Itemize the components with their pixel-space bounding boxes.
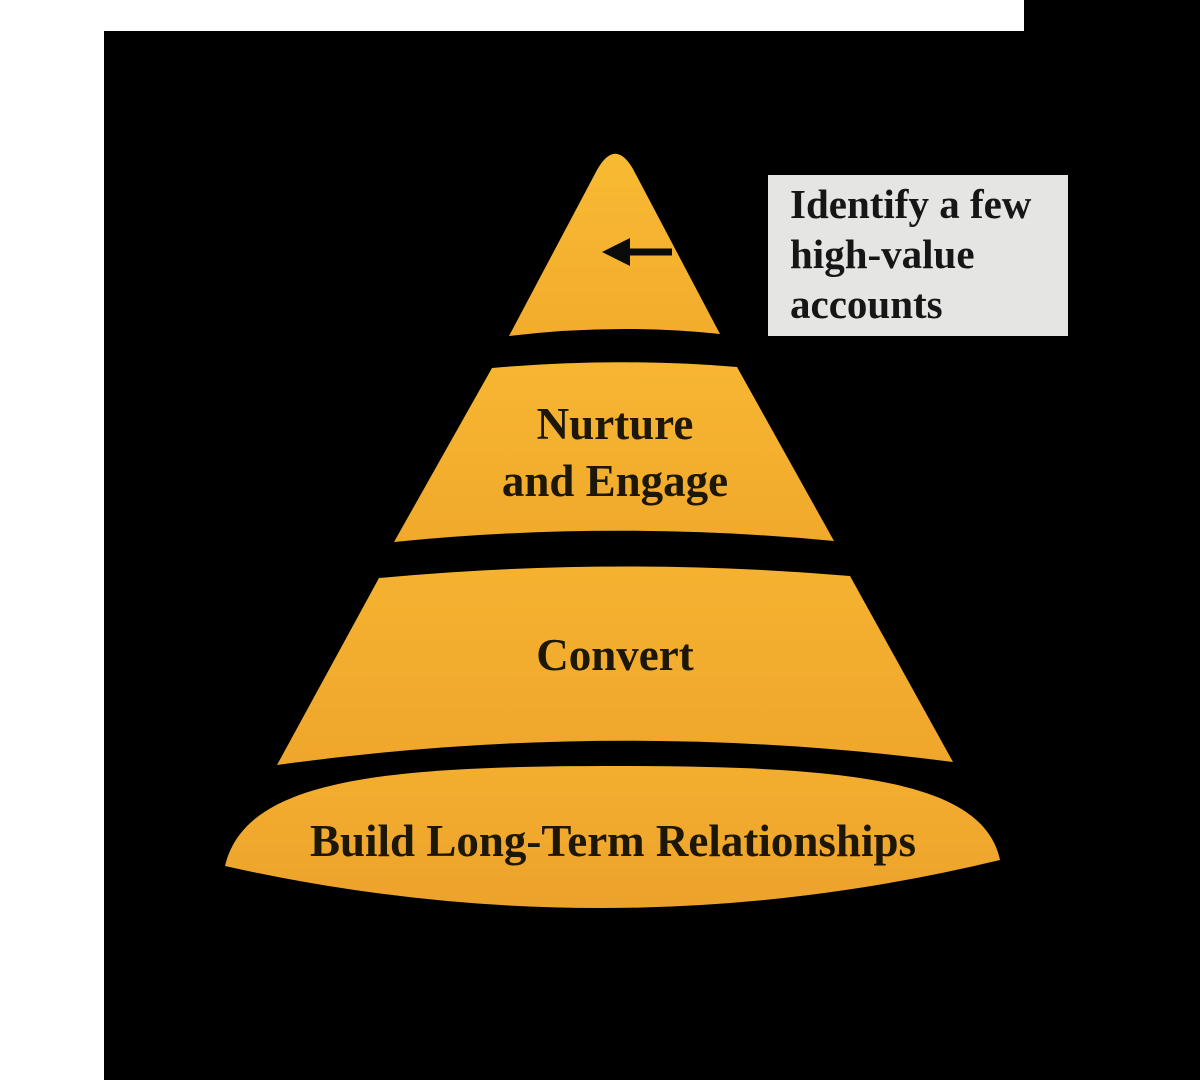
tier-nurture-engage-shape <box>394 362 834 542</box>
tier-nurture-engage-label-line-2: and Engage <box>502 456 728 506</box>
tier-build-relationships-label: Build Long-Term Relationships <box>310 816 916 866</box>
callout-text-line-2: high-value <box>790 231 975 277</box>
tier-convert-shape <box>277 566 953 765</box>
tier-nurture-engage-label-line-1: Nurture <box>537 399 694 449</box>
screenshot-background <box>104 0 1200 1080</box>
callout-text-line-3: accounts <box>790 281 943 327</box>
tier-convert-label: Convert <box>536 630 693 680</box>
left-arrow-icon <box>602 238 672 266</box>
tier-identify-shape <box>509 153 720 336</box>
callout-box <box>768 175 1068 336</box>
left-arrow-head <box>602 238 630 266</box>
callout-text-line-1: Identify a few <box>790 181 1032 227</box>
tier-build-relationships-shape <box>225 766 1000 909</box>
